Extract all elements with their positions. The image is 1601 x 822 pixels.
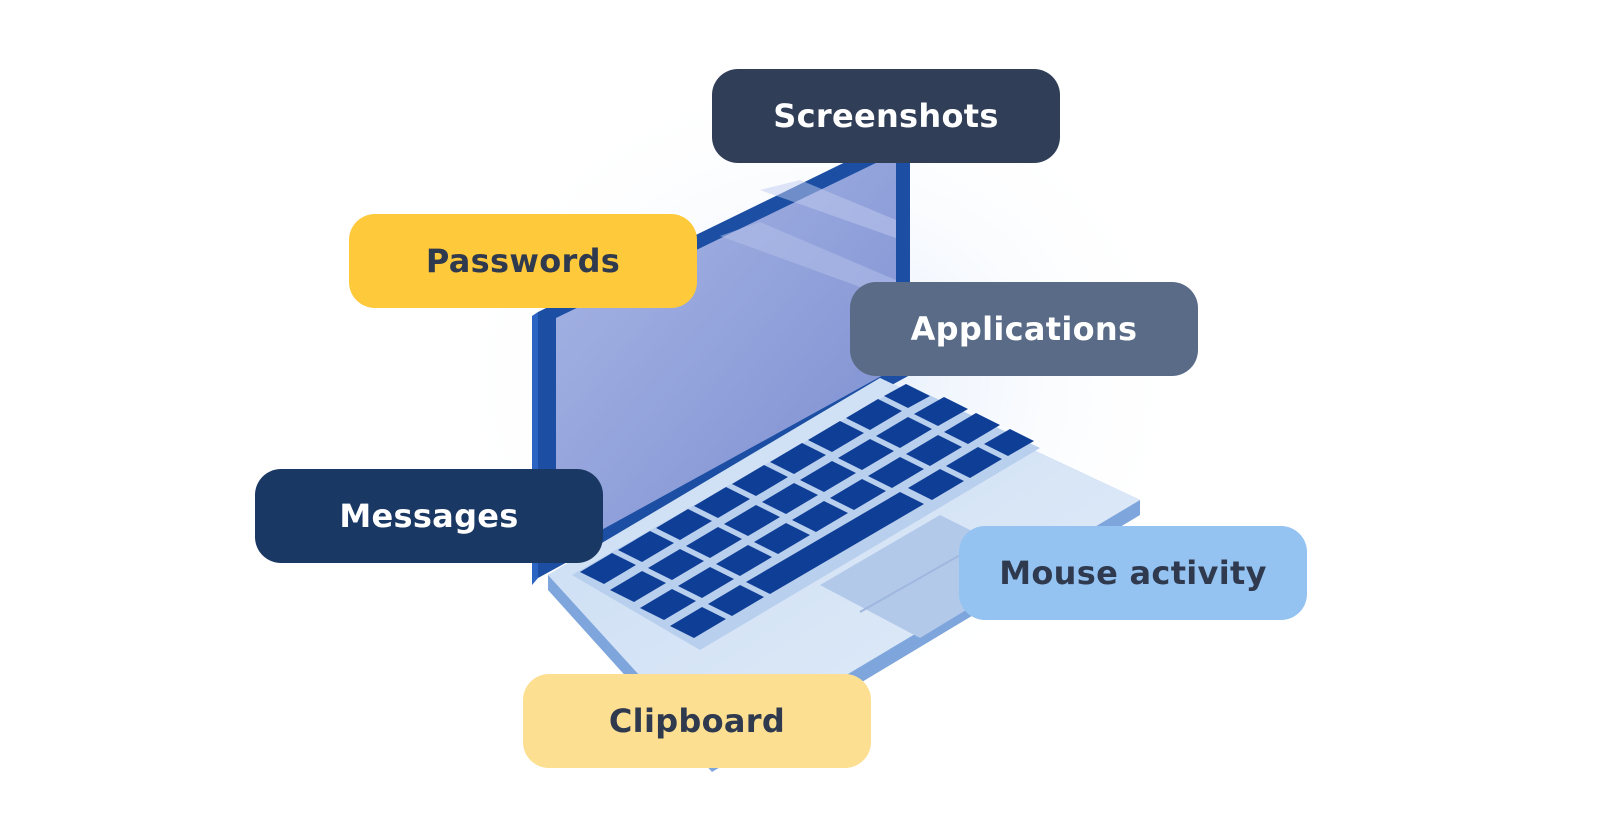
- screen-highlight-2: [760, 180, 896, 238]
- mouse-activity-label: Mouse activity: [959, 526, 1307, 620]
- clipboard-label: Clipboard: [523, 674, 871, 768]
- messages-label: Messages: [255, 469, 603, 563]
- keyboard-keys: [580, 384, 1034, 638]
- applications-label: Applications: [850, 282, 1198, 376]
- screen-highlight: [720, 222, 896, 300]
- screenshots-label: Screenshots: [712, 69, 1060, 163]
- passwords-label: Passwords: [349, 214, 697, 308]
